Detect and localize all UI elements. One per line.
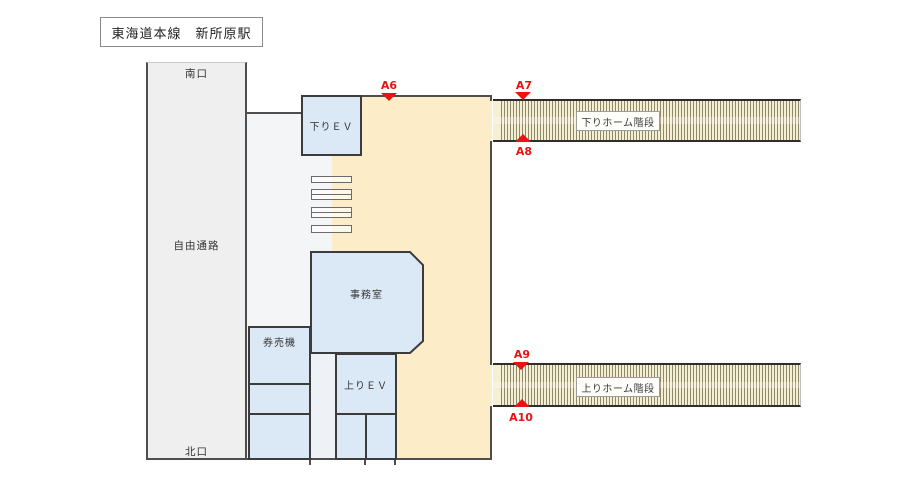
marker-a6-arrow-icon [381,93,397,101]
down-platform-stairs-text: 下りホーム階段 [581,117,655,129]
up-elevator-room: 上りＥＶ [335,353,397,415]
south-exit-label: 南口 [185,68,208,80]
ticket-area-divider [248,413,311,415]
ticket-gate-3 [311,207,352,218]
concourse-east-wall-bottom [490,406,492,460]
marker-a9-arrow-icon [513,362,529,370]
free-passage-area [146,62,247,460]
marker-a7-label: A7 [515,79,533,92]
concourse-east-wall-middle [490,141,492,365]
ticket-machine-area: 券売機 [248,326,311,460]
marker-a10-label: A10 [509,411,533,424]
up-platform-stairs-text: 上りホーム階段 [581,383,655,395]
ticket-area-divider [248,383,311,385]
interior-walkway-strip [311,353,335,460]
ticket-machine-label: 券売機 [263,338,296,349]
wall-stub [309,459,311,465]
station-title: 東海道本線 新所原駅 [111,26,252,42]
concourse-east-wall-top [490,95,492,101]
ticket-gate-1 [311,176,352,183]
marker-a7-arrow-icon [515,92,531,100]
wall-stub [394,459,396,465]
ticket-gate-divider [311,193,352,195]
north-exit-label: 北口 [185,446,208,458]
ticket-gate-2 [311,189,352,200]
wall-stub [364,459,366,465]
down-elevator-label: 下りＥＶ [309,122,354,133]
down-elevator-room: 下りＥＶ [301,95,362,156]
room-cell-right [365,413,397,460]
down-platform-stairs: 下りホーム階段 [493,99,801,142]
down-platform-stairs-label: 下りホーム階段 [576,111,660,131]
up-elevator-label: 上りＥＶ [344,380,388,392]
ticket-gate-4 [311,225,352,233]
up-platform-stairs-label: 上りホーム階段 [576,377,660,397]
office-room-shape [310,251,424,354]
free-passage-label: 自由通路 [173,240,220,252]
office-label: 事務室 [350,290,383,301]
marker-a6-label: A6 [380,79,398,92]
marker-a9-label: A9 [513,348,531,361]
room-cell-left [335,413,367,460]
station-title-box: 東海道本線 新所原駅 [100,17,263,47]
marker-a8-arrow-icon [515,134,531,142]
up-platform-stairs: 上りホーム階段 [493,363,801,407]
ticket-gate-divider [311,211,352,213]
marker-a10-arrow-icon [514,399,530,407]
marker-a8-label: A8 [515,145,533,158]
